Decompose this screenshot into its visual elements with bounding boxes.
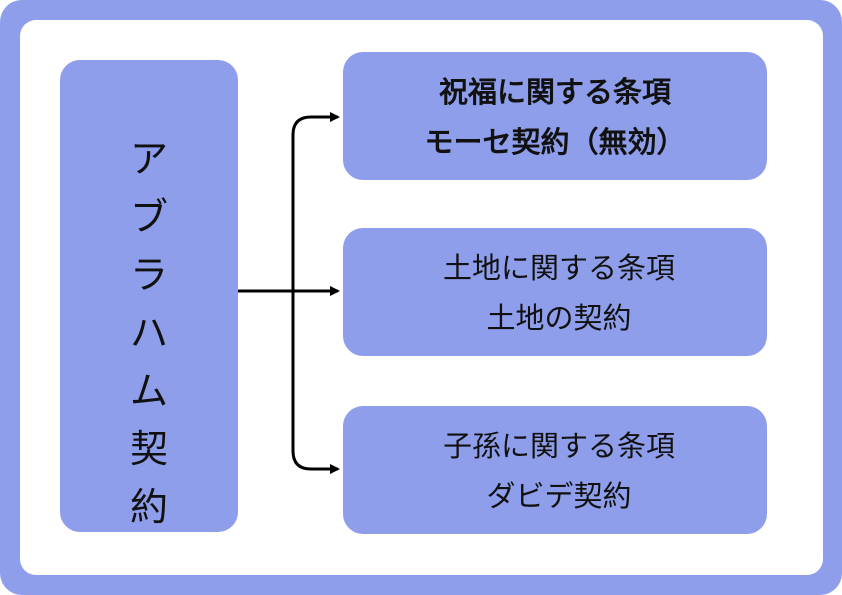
root-label-char: ラ [129, 253, 168, 297]
root-label-char: 約 [129, 485, 168, 529]
branch-node-title: 子孫に関する条項 [442, 429, 675, 463]
root-label-char: ム [129, 369, 168, 413]
root-label-char: 契 [129, 427, 168, 471]
root-label-char: ブ [129, 195, 168, 239]
branch-node-title: 土地に関する条項 [442, 251, 675, 285]
branch-node-subtitle: ダビデ契約 [486, 479, 632, 513]
branch-node-subtitle: モーセ契約（無効） [424, 125, 686, 159]
branch-node-descendants: 子孫に関する条項 ダビデ契約 [343, 406, 767, 534]
branch-node-subtitle: 土地の契約 [486, 301, 632, 335]
branch-node-land: 土地に関する条項 土地の契約 [343, 228, 767, 356]
branch-node-blessing: 祝福に関する条項 モーセ契約（無効） [343, 52, 767, 180]
branch-node-title: 祝福に関する条項 [438, 75, 671, 109]
root-label-char: ハ [129, 311, 168, 355]
root-node-abraham-covenant: ア ブ ラ ハ ム 契 約 [60, 60, 238, 532]
connector-branch-upper [291, 112, 340, 291]
connector-branch-lower [291, 291, 340, 474]
root-label-char: ア [129, 137, 168, 181]
root-node-label: ア ブ ラ ハ ム 契 約 [60, 130, 238, 536]
